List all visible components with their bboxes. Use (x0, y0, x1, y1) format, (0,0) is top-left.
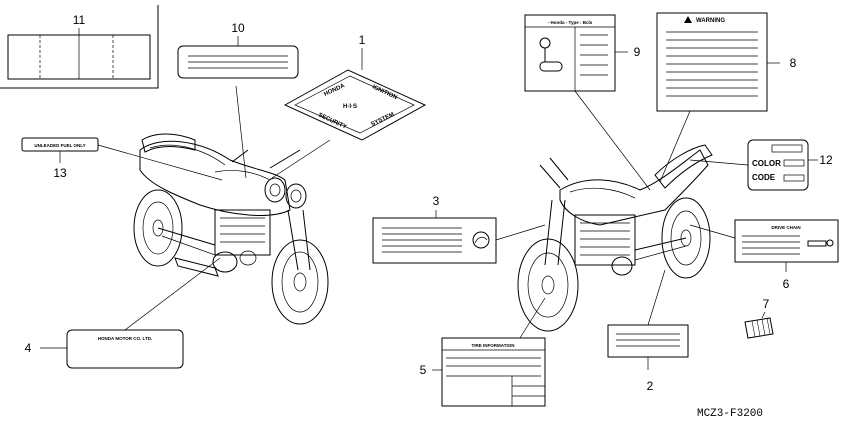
callout-13: 13 (53, 166, 67, 180)
callout-12: 12 (819, 153, 833, 167)
label-8-sticker (656, 12, 768, 112)
unleaded-fuel-text: UNLEADED FUEL ONLY (34, 143, 85, 148)
callout-10: 10 (231, 21, 245, 35)
label-6-sticker (734, 219, 839, 263)
warning-text: WARNING (696, 18, 725, 24)
honda-type-text: - Honda - Type : Bcls (548, 20, 593, 25)
label-5-area: TIRE INFORMATION 5 (420, 297, 546, 407)
code-text: CODE (752, 173, 776, 182)
diagram-code: MCZ3-F3200 (697, 408, 763, 420)
color-text: COLOR (752, 159, 781, 168)
label-1-emblem (283, 69, 427, 141)
callout-6: 6 (783, 277, 790, 291)
label-11-area: 11 (0, 5, 159, 89)
label-1-area: HONDA IGNITION H·I·S SECURITY SYSTEM 1 (271, 33, 427, 179)
callout-3: 3 (433, 194, 440, 208)
label-7-sticker (744, 317, 774, 339)
callout-2: 2 (647, 379, 654, 393)
left-motorcycle-illustration (133, 133, 329, 325)
honda-motor-text: HONDA MOTOR CO. LTD. (98, 336, 152, 341)
emblem-text-his: H·I·S (343, 104, 357, 110)
label-3-sticker (372, 217, 497, 264)
label-9-area: - Honda - Type : Bcls 9 (524, 14, 651, 191)
label-10-area: 10 (177, 21, 299, 179)
label-3-area: 3 (372, 194, 546, 264)
label-2-sticker (607, 324, 689, 358)
label-12-area: COLOR CODE 12 (689, 139, 833, 191)
callout-4: 4 (25, 341, 32, 355)
right-motorcycle-illustration (517, 144, 713, 332)
label-5-sticker (441, 337, 546, 407)
label-4-area: HONDA MOTOR CO. LTD. 4 (25, 257, 221, 369)
tire-gauge-icon (539, 37, 551, 49)
tire-information-text: TIRE INFORMATION (472, 343, 515, 348)
chain-tool-icon (807, 240, 827, 247)
honda-wing-icon (472, 231, 490, 249)
label-13-area: UNLEADED FUEL ONLY 13 (21, 137, 223, 181)
drive-chain-text: DRIVE CHAIN (771, 225, 800, 230)
label-2-area: 2 (607, 269, 689, 393)
callout-7: 7 (763, 297, 770, 311)
emblem-text-system: SYSTEM (370, 112, 395, 128)
callout-8: 8 (790, 56, 797, 70)
label-9-sticker (524, 14, 616, 92)
callout-11: 11 (73, 13, 86, 27)
label-6-area: DRIVE CHAIN 6 (689, 219, 839, 291)
warning-triangle-icon (684, 16, 692, 23)
emblem-text-honda: HONDA (323, 83, 346, 98)
callout-9: 9 (634, 45, 641, 59)
label-7-area: 7 (744, 297, 774, 339)
label-8-area: WARNING 8 (656, 12, 797, 183)
callout-5: 5 (420, 363, 427, 377)
callout-1: 1 (359, 33, 366, 47)
